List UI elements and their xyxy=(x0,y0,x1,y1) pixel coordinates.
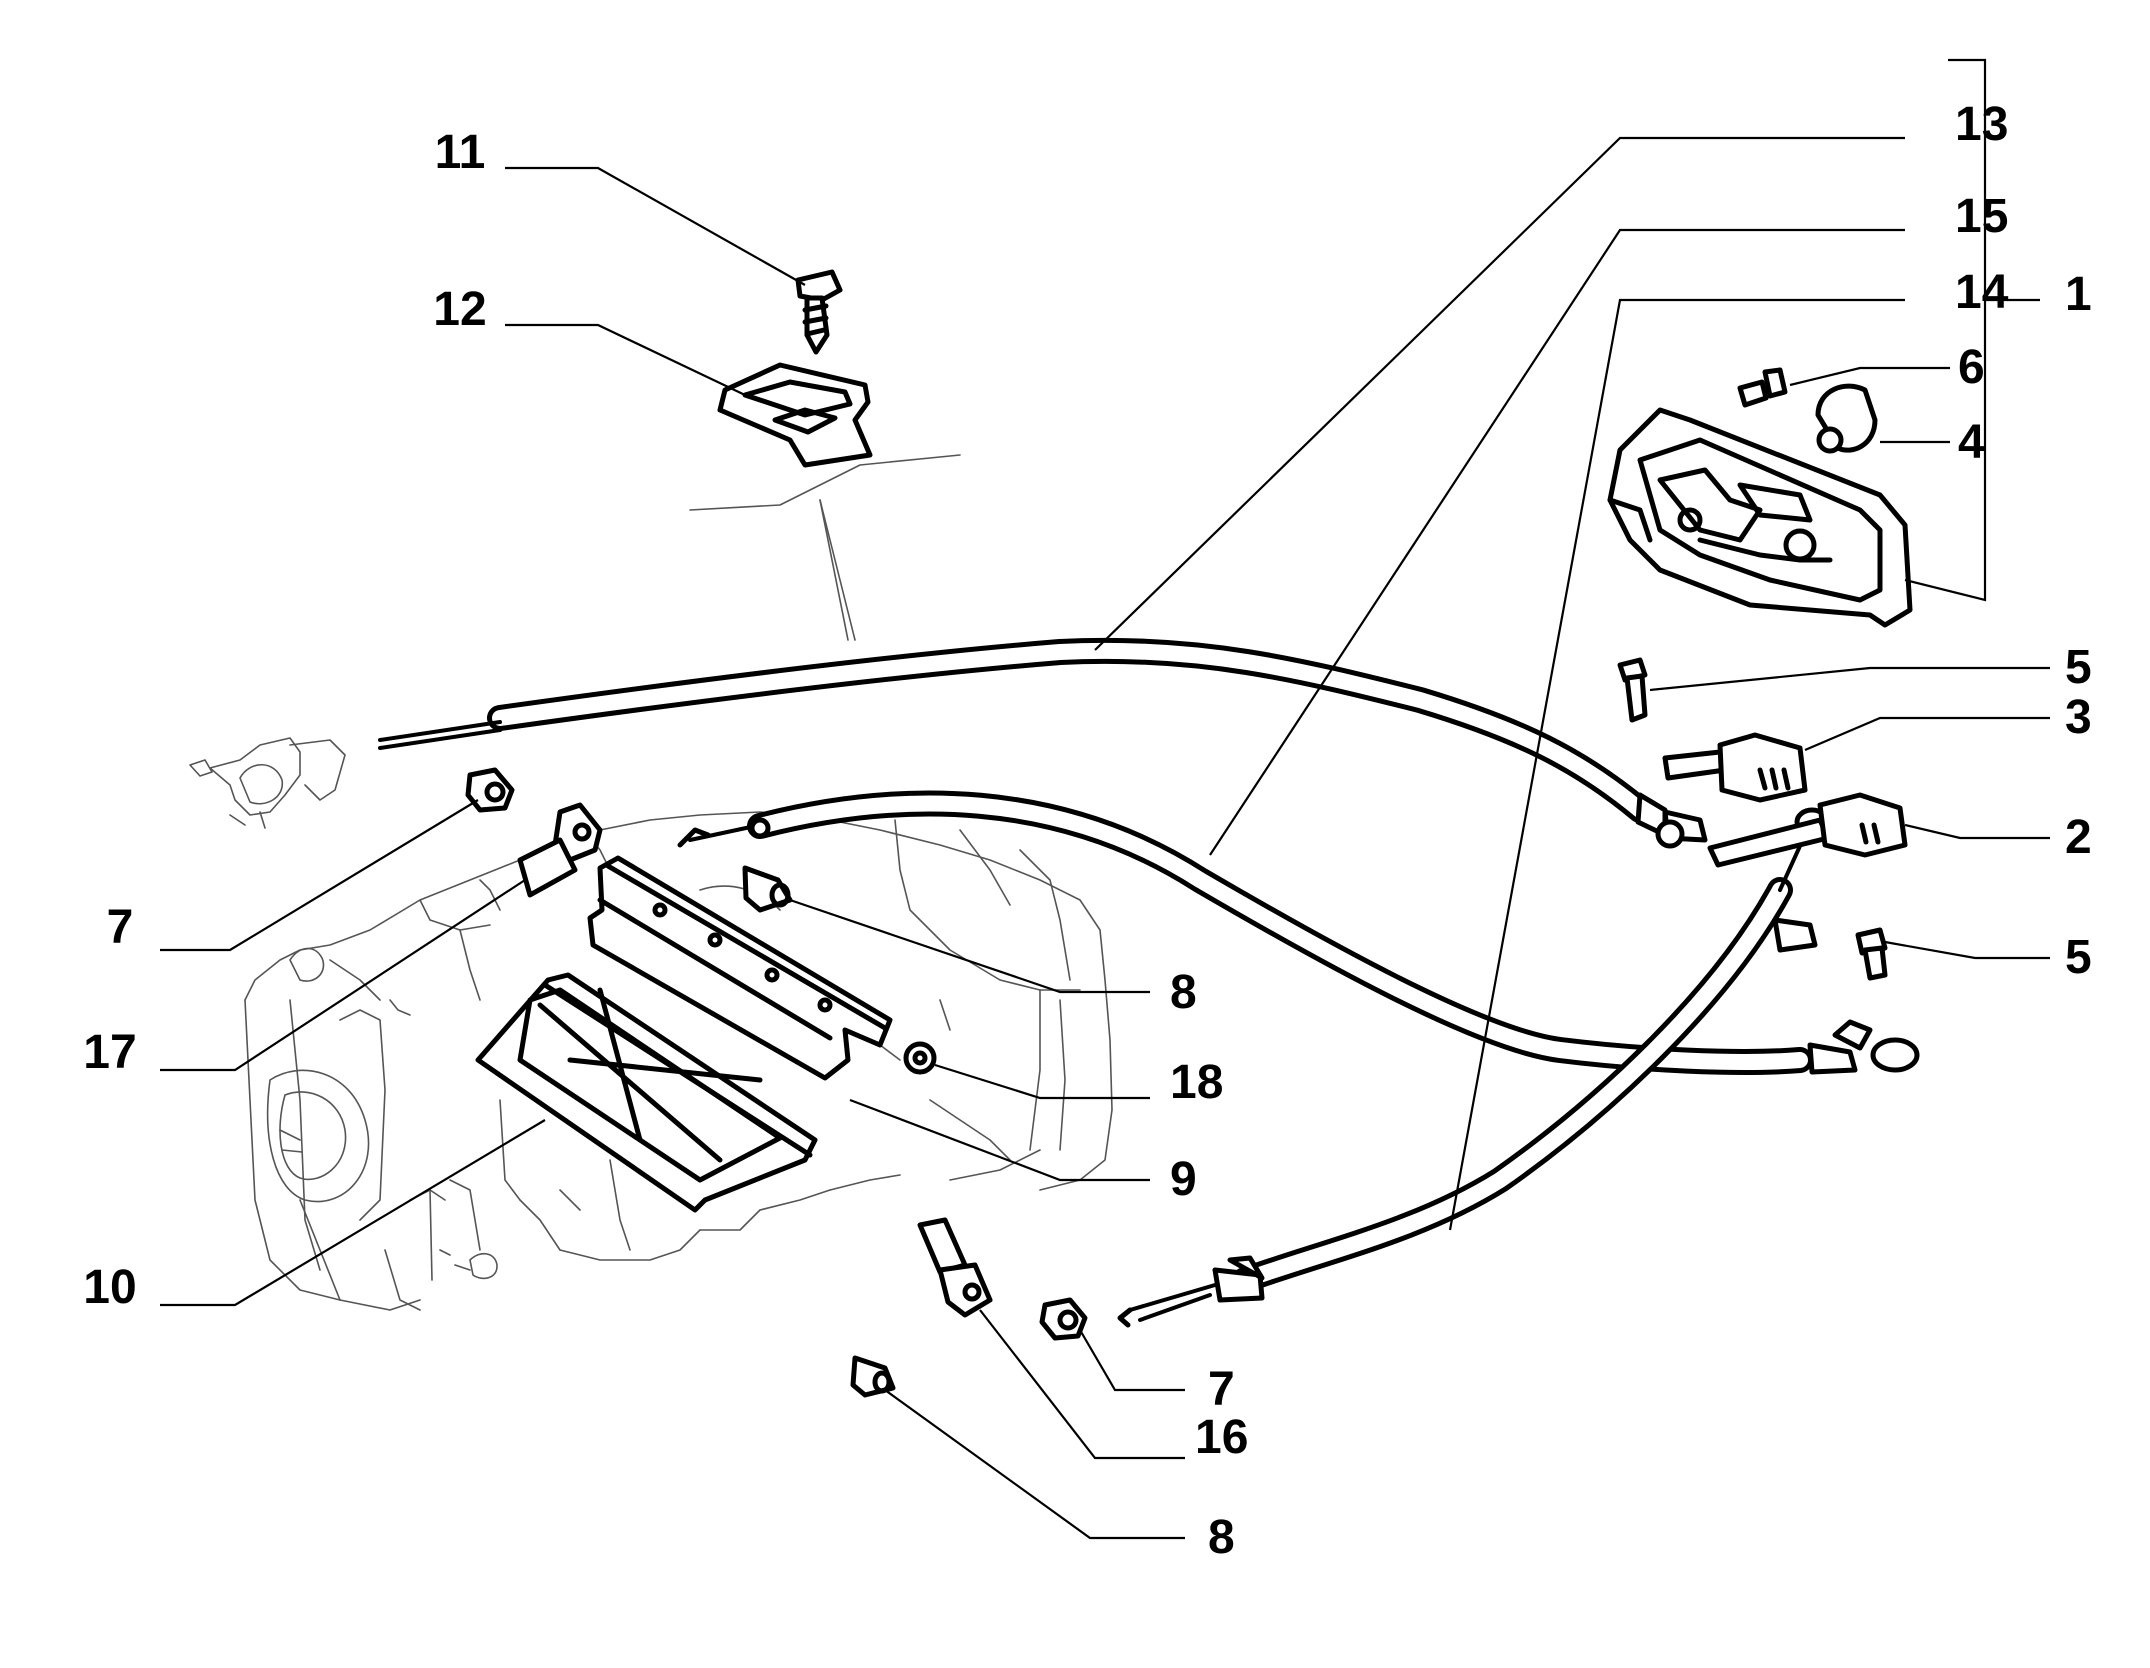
hinge-plate-part-9 xyxy=(587,855,893,1081)
callout-8-upper: 8 xyxy=(1170,966,1197,1019)
clip-part-17 xyxy=(517,802,603,898)
washer-part-18 xyxy=(903,1041,937,1075)
filter-plate-part-10 xyxy=(475,972,818,1213)
leader-lines xyxy=(160,58,2050,1540)
bushing-part-7-lower xyxy=(1039,1297,1088,1341)
callout-15: 15 xyxy=(1955,190,2008,243)
callout-16: 16 xyxy=(1195,1411,1248,1464)
bolt-part-5-upper xyxy=(1617,657,1648,723)
screw-part-11 xyxy=(795,269,843,355)
pin-part-8-lower xyxy=(850,1355,896,1398)
callout-14: 14 xyxy=(1955,266,2009,319)
pin-part-8-upper xyxy=(742,865,793,913)
callout-17: 17 xyxy=(83,1026,136,1079)
callout-6: 6 xyxy=(1958,341,1985,394)
callout-labels: 1 2 3 4 5 5 6 7 7 8 8 9 10 11 12 13 14 1… xyxy=(83,98,2091,1564)
callout-1: 1 xyxy=(2065,268,2092,321)
callout-10: 10 xyxy=(83,1261,136,1314)
callout-13: 13 xyxy=(1955,98,2008,151)
callout-4: 4 xyxy=(1958,416,1985,469)
callout-7-bottom: 7 xyxy=(1208,1363,1235,1416)
callout-3: 3 xyxy=(2065,691,2092,744)
bolt-part-5-lower xyxy=(1855,927,1888,981)
lever-part-2 xyxy=(1707,792,1908,868)
body-panel-outline xyxy=(689,454,961,641)
screw-part-6 xyxy=(1737,367,1788,408)
latch-assembly xyxy=(189,737,346,829)
callout-7-left: 7 xyxy=(107,901,134,954)
cable-part-13 xyxy=(378,637,1708,849)
lever-housing-part-1 xyxy=(1607,407,1913,628)
callout-9: 9 xyxy=(1170,1153,1197,1206)
callout-11: 11 xyxy=(435,126,486,179)
callout-5-lower: 5 xyxy=(2065,931,2092,984)
callout-18: 18 xyxy=(1170,1056,1223,1109)
callout-2: 2 xyxy=(2065,811,2092,864)
knob-part-4 xyxy=(1815,383,1878,454)
bracket-part-12 xyxy=(717,362,873,468)
lever-part-3 xyxy=(1662,732,1808,803)
bushing-part-7-upper xyxy=(465,767,515,813)
callout-8-lower: 8 xyxy=(1208,1511,1235,1564)
cable-part-14 xyxy=(1117,807,1830,1328)
callout-5-upper: 5 xyxy=(2065,641,2092,694)
callout-12: 12 xyxy=(433,283,486,336)
clip-part-16 xyxy=(917,1217,993,1318)
